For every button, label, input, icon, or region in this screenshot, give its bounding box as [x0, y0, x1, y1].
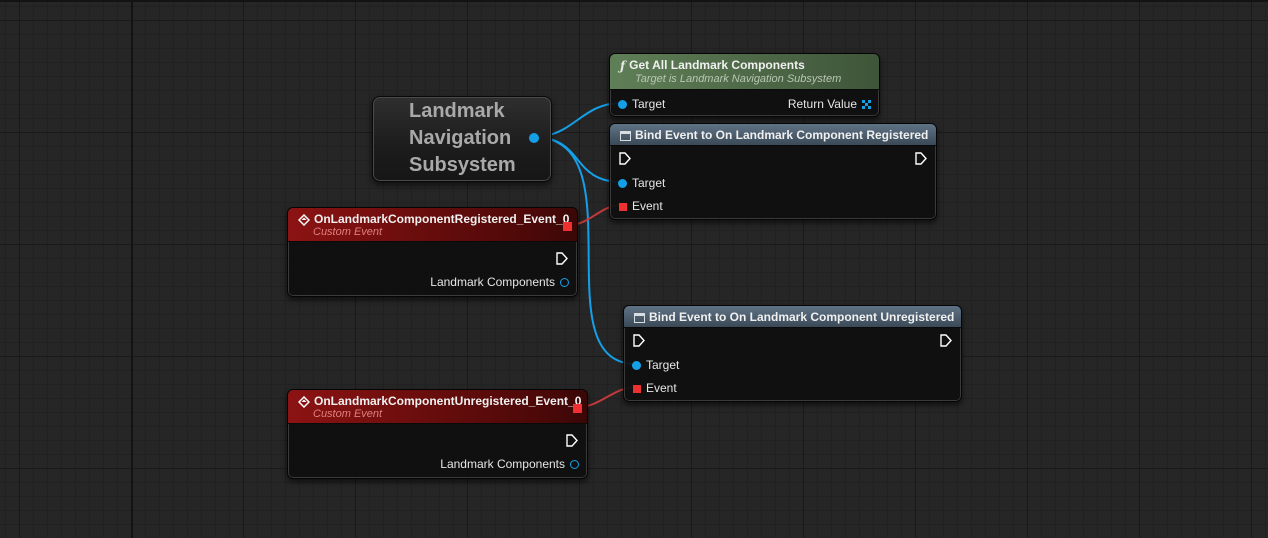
- exec-output-pin[interactable]: [566, 434, 578, 447]
- delegate-pin-icon: [633, 384, 641, 393]
- event-icon: [298, 395, 310, 408]
- subsystem-output-pin[interactable]: [529, 133, 539, 143]
- node-title: OnLandmarkComponentRegistered_Event_0: [314, 212, 570, 226]
- exec-output-pin[interactable]: [556, 252, 568, 265]
- event-icon: [298, 213, 310, 226]
- bind-event-registered-node[interactable]: Bind Event to On Landmark Component Regi…: [609, 123, 937, 220]
- return-value-pin[interactable]: Return Value: [788, 97, 871, 111]
- object-pin-icon: [618, 100, 627, 110]
- node-header: Bind Event to On Landmark Component Unre…: [624, 306, 961, 328]
- landmark-navigation-subsystem-node[interactable]: Landmark Navigation Subsystem: [372, 96, 552, 182]
- object-pin-icon: [560, 278, 569, 288]
- node-subtitle: Custom Event: [313, 408, 383, 420]
- bind-event-unregistered-node[interactable]: Bind Event to On Landmark Component Unre…: [623, 305, 962, 402]
- event-pin[interactable]: Event: [619, 199, 663, 213]
- exec-output-pin[interactable]: [940, 334, 952, 347]
- array-pin-icon: [862, 100, 871, 110]
- node-header: Bind Event to On Landmark Component Regi…: [610, 124, 936, 146]
- delegate-pin-icon: [619, 202, 627, 211]
- target-pin[interactable]: Target: [618, 176, 665, 190]
- variable-node-title: Landmark Navigation Subsystem: [409, 100, 516, 176]
- registered-custom-event-node[interactable]: OnLandmarkComponentRegistered_Event_0 Cu…: [287, 207, 578, 297]
- function-icon: [620, 130, 631, 141]
- function-icon: ƒ: [620, 58, 626, 73]
- node-subtitle: Target is Landmark Navigation Subsystem: [635, 72, 842, 85]
- node-title: Bind Event to On Landmark Component Unre…: [649, 310, 955, 324]
- node-header: OnLandmarkComponentRegistered_Event_0 Cu…: [288, 208, 577, 242]
- landmark-components-pin[interactable]: Landmark Components: [440, 457, 579, 471]
- object-pin-icon: [632, 361, 641, 371]
- node-title: Get All Landmark Components: [629, 58, 805, 72]
- unregistered-custom-event-node[interactable]: OnLandmarkComponentUnregistered_Event_0 …: [287, 389, 588, 479]
- node-title: Bind Event to On Landmark Component Regi…: [635, 128, 929, 142]
- exec-input-pin[interactable]: [633, 334, 645, 347]
- node-header: OnLandmarkComponentUnregistered_Event_0 …: [288, 390, 587, 424]
- node-title: OnLandmarkComponentUnregistered_Event_0: [314, 394, 582, 408]
- event-pin[interactable]: Event: [633, 381, 677, 395]
- landmark-components-pin[interactable]: Landmark Components: [430, 275, 569, 289]
- delegate-output-pin[interactable]: [563, 222, 572, 231]
- object-pin-icon: [618, 179, 627, 189]
- exec-input-pin[interactable]: [619, 152, 631, 165]
- exec-output-pin[interactable]: [915, 152, 927, 165]
- delegate-output-pin[interactable]: [573, 404, 582, 413]
- target-pin[interactable]: Target: [618, 97, 665, 111]
- object-pin-icon: [570, 460, 579, 470]
- function-icon: [634, 312, 645, 323]
- target-pin[interactable]: Target: [632, 358, 679, 372]
- node-subtitle: Custom Event: [313, 226, 383, 238]
